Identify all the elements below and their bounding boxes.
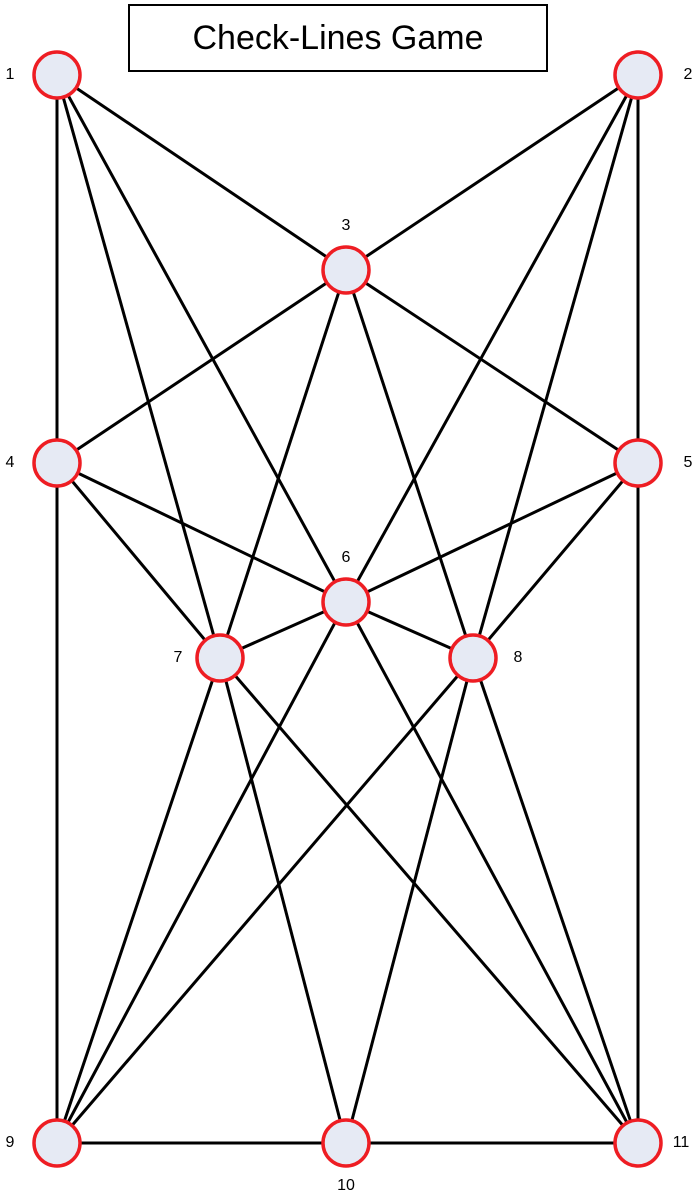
node-label-11: 11 [673,1134,690,1151]
node-label-10: 10 [337,1177,355,1194]
node-2[interactable]: 2 [613,50,693,100]
page-title: Check-Lines Game [192,18,484,57]
edge-3-7 [218,269,348,659]
node-circle-1[interactable] [32,50,82,100]
edge-3-5 [345,268,639,465]
node-circle-7[interactable] [195,633,245,683]
edge-7-10 [218,657,348,1144]
edge-6-11 [344,601,640,1144]
node-label-2: 2 [684,66,693,83]
edge-5-8 [471,462,640,659]
node-11[interactable]: 11 [613,1118,690,1168]
edge-1-6 [55,74,348,603]
edge-1-7 [55,74,222,659]
edge-4-6 [56,461,347,604]
node-label-6: 6 [342,549,351,566]
edge-3-8 [344,269,475,659]
node-circle-4[interactable] [32,438,82,488]
node-circle-3[interactable] [321,245,371,295]
edge-3-4 [56,268,347,465]
edge-1-3 [56,73,347,272]
edge-2-8 [471,74,640,659]
node-4[interactable]: 4 [6,438,82,488]
edge-2-6 [344,74,640,603]
edge-2-3 [345,73,639,272]
edge-8-9 [55,657,475,1144]
node-label-5: 5 [684,454,693,471]
node-circle-11[interactable] [613,1118,663,1168]
node-label-8: 8 [514,649,523,666]
node-circle-5[interactable] [613,438,663,488]
title-box: Check-Lines Game [128,4,548,72]
node-10[interactable]: 10 [321,1118,371,1194]
node-6[interactable]: 6 [321,549,371,627]
node-3[interactable]: 3 [321,217,371,295]
node-1[interactable]: 1 [6,50,82,100]
nodes-layer: 1 2 3 4 5 6 7 8 9 10 11 [6,50,693,1194]
node-9[interactable]: 9 [6,1118,82,1168]
edge-8-11 [471,657,640,1144]
node-circle-10[interactable] [321,1118,371,1168]
node-label-7: 7 [174,649,183,666]
edge-7-9 [55,657,222,1144]
edge-6-9 [55,601,348,1144]
node-circle-2[interactable] [613,50,663,100]
edge-4-7 [55,462,222,659]
node-5[interactable]: 5 [613,438,693,488]
node-7[interactable]: 7 [174,633,245,683]
edge-8-10 [344,657,475,1144]
node-circle-8[interactable] [448,633,498,683]
edges-layer [55,73,640,1145]
edge-7-11 [218,657,640,1144]
node-8[interactable]: 8 [448,633,523,683]
node-label-4: 4 [6,454,15,471]
node-circle-9[interactable] [32,1118,82,1168]
node-label-1: 1 [6,66,15,83]
node-circle-6[interactable] [321,577,371,627]
edge-5-6 [345,461,639,604]
node-label-3: 3 [342,217,351,234]
node-label-9: 9 [6,1134,15,1151]
